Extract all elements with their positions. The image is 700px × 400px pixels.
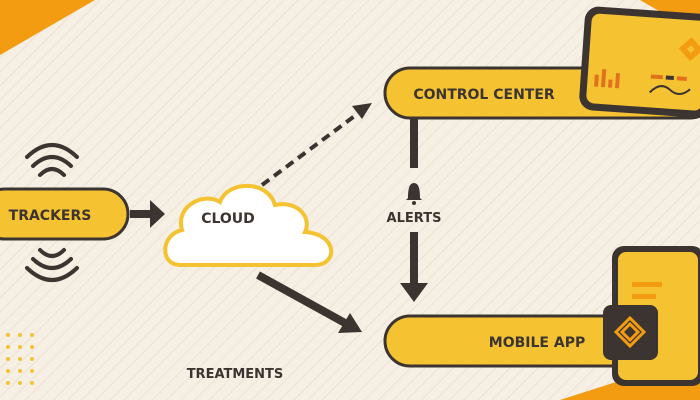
control-center-label: CONTROL CENTER bbox=[413, 87, 555, 103]
dot-grid-decoration bbox=[6, 333, 34, 385]
tablet-device bbox=[579, 6, 700, 118]
arrow-cloud-to-control-center bbox=[260, 110, 362, 187]
phone-device bbox=[603, 246, 700, 386]
app-icon-tile bbox=[603, 305, 658, 360]
brand-logo-icon bbox=[613, 315, 647, 349]
brand-logo-icon bbox=[678, 37, 700, 62]
arrowhead-alerts-to-mobile-app bbox=[400, 283, 428, 302]
trackers-node: TRACKERS bbox=[0, 187, 130, 241]
wifi-signal-icon bbox=[25, 248, 79, 282]
timeline-chart-icon bbox=[649, 74, 691, 96]
arrowhead-trackers-to-cloud bbox=[150, 200, 165, 228]
cloud-label: CLOUD bbox=[201, 211, 255, 227]
arrowhead-cloud-to-mobile-app bbox=[338, 313, 362, 333]
bar-chart-icon bbox=[594, 69, 621, 89]
cloud-node: CLOUD bbox=[163, 183, 333, 267]
trackers-label: TRACKERS bbox=[9, 208, 92, 224]
mobile-app-label: MOBILE APP bbox=[489, 335, 585, 351]
arrow-cloud-to-mobile-app bbox=[256, 271, 347, 327]
corner-deco-top-left bbox=[0, 0, 95, 55]
treatments-label: TREATMENTS bbox=[187, 367, 284, 382]
bell-icon bbox=[406, 183, 422, 205]
alerts-label: ALERTS bbox=[387, 211, 442, 226]
wifi-signal-icon bbox=[25, 143, 79, 177]
arrowhead-cloud-to-control-center bbox=[352, 103, 372, 119]
